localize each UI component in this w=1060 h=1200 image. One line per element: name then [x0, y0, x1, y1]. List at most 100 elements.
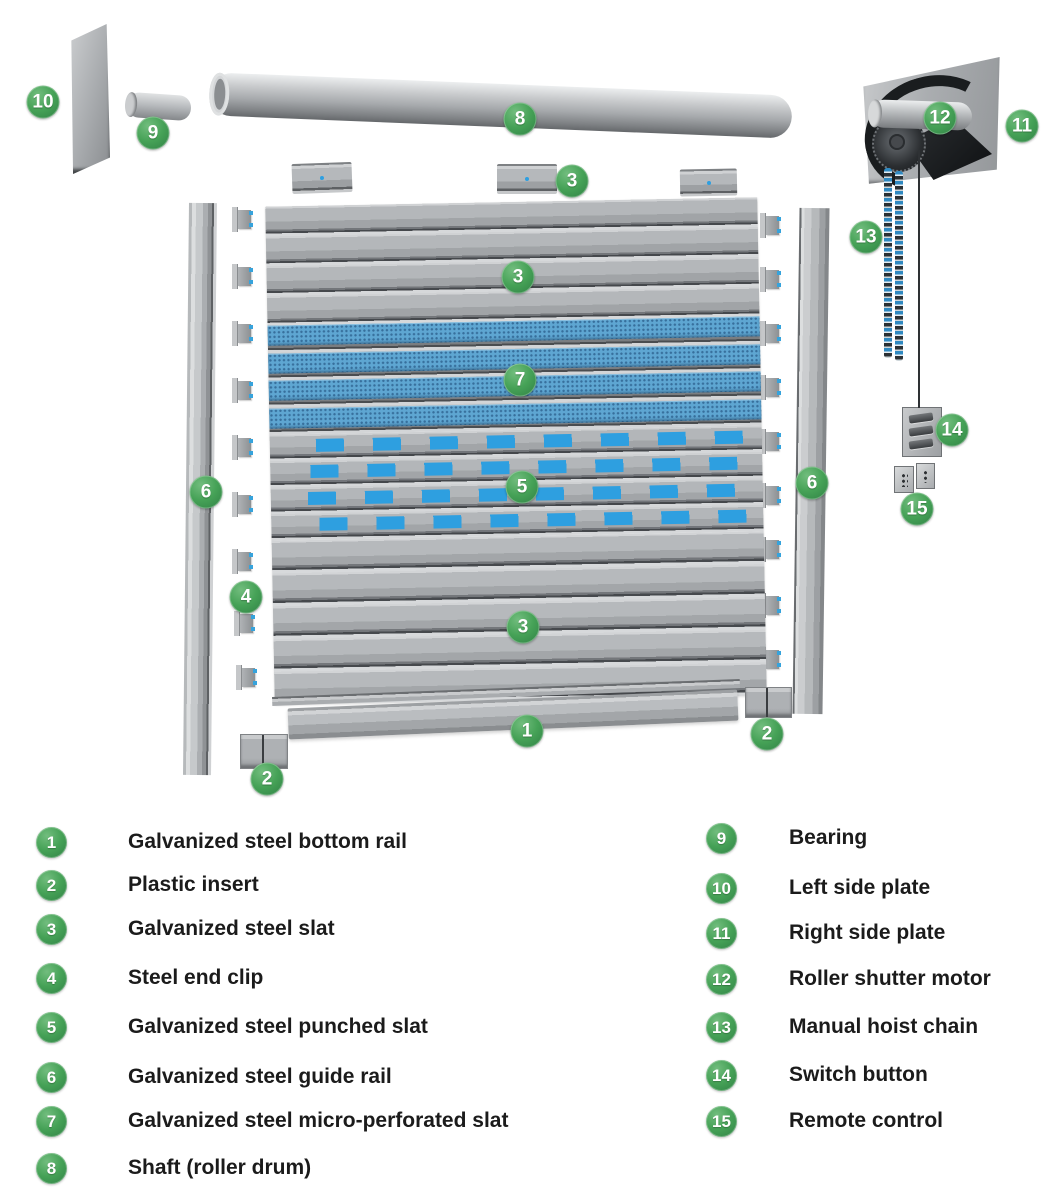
manual-hoist-chain [884, 168, 904, 358]
legend-item-plastic-insert: 2 Plastic insert [36, 869, 259, 901]
callout-right-side-plate: 11 [1005, 109, 1039, 143]
legend-label: Shaft (roller drum) [128, 1156, 312, 1179]
switch-key [908, 412, 934, 424]
legend-badge: 2 [36, 869, 67, 901]
end-clip [232, 321, 253, 346]
legend-label: Left side plate [789, 876, 931, 899]
sample-slat [291, 161, 353, 195]
end-clip [232, 492, 253, 517]
end-clip [236, 665, 257, 690]
end-clip [760, 267, 781, 292]
callout-bearing: 9 [136, 116, 170, 150]
end-clip [760, 537, 781, 562]
legend-item-switch-button: 14 Switch button [706, 1059, 928, 1091]
legend-badge: 3 [36, 913, 67, 945]
legend-badge: 14 [706, 1059, 737, 1091]
legend-badge: 4 [36, 962, 67, 994]
end-clip [232, 549, 253, 574]
legend-item-bearing: 9 Bearing [706, 822, 867, 854]
legend-label: Galvanized steel bottom rail [128, 830, 407, 853]
callout-bottom-rail: 1 [510, 714, 544, 748]
sample-slat [497, 164, 557, 194]
punched-slat-holes [315, 430, 756, 452]
legend-item-shaft: 8 Shaft (roller drum) [36, 1152, 311, 1184]
legend-badge: 5 [36, 1011, 67, 1043]
end-clip [232, 378, 253, 403]
switch-key [908, 425, 934, 437]
legend-label: Galvanized steel slat [128, 917, 335, 940]
sample-slat [679, 168, 738, 197]
end-clip [760, 213, 781, 238]
callout-switch-button: 14 [935, 413, 969, 447]
guide-rail-right [792, 207, 830, 715]
end-clip [232, 264, 253, 289]
legend-item-steel-slat: 3 Galvanized steel slat [36, 913, 335, 945]
callout-punched-slat: 5 [505, 470, 539, 504]
legend-badge: 13 [706, 1011, 737, 1043]
legend-label: Bearing [789, 826, 868, 849]
legend-item-micro-perforated-slat: 7 Galvanized steel micro-perforated slat [36, 1105, 508, 1137]
legend-item-guide-rail: 6 Galvanized steel guide rail [36, 1061, 392, 1093]
remote-control [916, 463, 935, 489]
legend-badge: 8 [36, 1152, 67, 1184]
legend-label: Remote control [789, 1109, 944, 1132]
callout-plastic-insert-right: 2 [750, 717, 784, 751]
legend-label: Galvanized steel guide rail [128, 1065, 392, 1088]
legend-badge: 7 [36, 1105, 67, 1137]
callout-guide-rail-left: 6 [189, 475, 223, 509]
legend-item-punched-slat: 5 Galvanized steel punched slat [36, 1011, 428, 1043]
legend-badge: 9 [706, 822, 737, 854]
legend-badge: 10 [706, 872, 737, 904]
legend-badge: 15 [706, 1105, 737, 1137]
callout-remote-control: 15 [900, 492, 934, 526]
callout-end-clip: 4 [229, 580, 263, 614]
legend-badge: 1 [36, 826, 67, 858]
micro-perforated-slat [269, 398, 762, 429]
callout-micro-perforated: 7 [503, 363, 537, 397]
end-clip [760, 483, 781, 508]
legend-badge: 11 [706, 917, 737, 949]
legend-label: Switch button [789, 1063, 928, 1086]
end-clip [760, 429, 781, 454]
end-clip [760, 375, 781, 400]
remote-control [894, 466, 914, 493]
remote-keys [922, 469, 929, 483]
callout-plastic-insert-left: 2 [250, 762, 284, 796]
legend-label: Plastic insert [128, 873, 259, 896]
end-clip [232, 435, 253, 460]
callout-left-side-plate: 10 [26, 85, 60, 119]
legend-badge: 12 [706, 963, 737, 995]
end-clip [760, 647, 781, 672]
end-clip [234, 611, 255, 636]
legend-label: Steel end clip [128, 966, 264, 989]
legend-item-bottom-rail: 1 Galvanized steel bottom rail [36, 826, 407, 858]
switch-cable [918, 150, 920, 408]
legend-label: Roller shutter motor [789, 967, 991, 990]
callout-shaft: 8 [503, 102, 537, 136]
switch-key [908, 438, 934, 450]
callout-slat-sample: 3 [555, 164, 589, 198]
remote-keys [900, 472, 908, 487]
callout-slat-upper: 3 [501, 260, 535, 294]
callout-slat-lower: 3 [506, 610, 540, 644]
punched-slat-holes [319, 509, 760, 531]
shaft-roller-drum [209, 72, 793, 139]
legend-label: Galvanized steel micro-perforated slat [128, 1109, 509, 1132]
plastic-insert-right [745, 687, 792, 718]
legend-item-hoist-chain: 13 Manual hoist chain [706, 1011, 978, 1043]
callout-guide-rail-right: 6 [795, 466, 829, 500]
end-clip [232, 207, 253, 232]
end-clip [760, 593, 781, 618]
left-side-plate [71, 24, 110, 174]
legend-label: Galvanized steel punched slat [128, 1015, 428, 1038]
legend-item-left-side-plate: 10 Left side plate [706, 872, 930, 904]
callout-hoist-chain: 13 [849, 220, 883, 254]
legend-label: Right side plate [789, 921, 946, 944]
roller-shutter-motor [869, 99, 973, 131]
legend-badge: 6 [36, 1061, 67, 1093]
legend-item-right-side-plate: 11 Right side plate [706, 917, 945, 949]
end-clip [760, 321, 781, 346]
legend-label: Manual hoist chain [789, 1015, 979, 1038]
callout-motor: 12 [923, 101, 957, 135]
